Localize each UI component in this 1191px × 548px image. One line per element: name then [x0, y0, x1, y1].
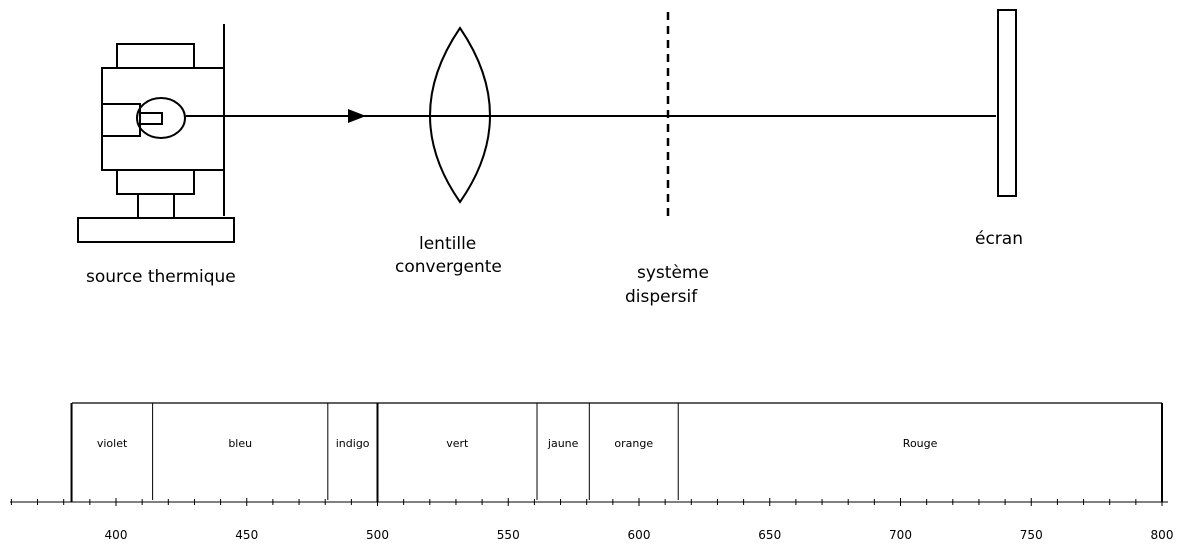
- tick-label: 450: [235, 528, 259, 542]
- source-label: source thermique: [86, 267, 236, 287]
- tick-label: 550: [496, 528, 520, 542]
- tick-label: 400: [104, 528, 128, 542]
- band-dividers: [70, 403, 1163, 502]
- spectrum-scale: [10, 402, 1168, 506]
- dispersive-label-line2: dispersif: [625, 287, 698, 307]
- source-lower-block: [116, 169, 195, 195]
- lens-label-line2: convergente: [395, 257, 502, 277]
- tick-label: 600: [627, 528, 651, 542]
- tick-label: 700: [889, 528, 912, 542]
- converging-lens: [429, 26, 491, 204]
- tick-label: 650: [758, 528, 782, 542]
- band-label-vert: vert: [446, 437, 469, 450]
- axis-ticks: [10, 498, 1163, 506]
- thermal-source: [77, 24, 235, 243]
- band-label-jaune: jaune: [547, 437, 579, 450]
- source-base: [77, 217, 235, 243]
- band-label-rouge: Rouge: [902, 437, 938, 450]
- source-stand: [137, 193, 175, 219]
- source-socket: [101, 103, 141, 137]
- bulb-filament: [139, 112, 163, 125]
- screen: [997, 9, 1017, 197]
- ray-arrow-icon: [348, 109, 366, 123]
- band-label-bleu: bleu: [228, 437, 253, 450]
- source-top-block: [116, 43, 195, 69]
- band-label-orange: orange: [614, 437, 654, 450]
- screen-label: écran: [975, 229, 1023, 249]
- dispersive-label-line1: système: [637, 263, 709, 283]
- bulb-icon: [136, 97, 186, 139]
- tick-label: 750: [1019, 528, 1043, 542]
- lens-label-line1: lentille: [419, 234, 477, 254]
- band-label-violet: violet: [96, 437, 128, 450]
- tick-label: 500: [366, 528, 389, 542]
- tick-label: 800: [1150, 528, 1174, 542]
- band-label-indigo: indigo: [335, 437, 370, 450]
